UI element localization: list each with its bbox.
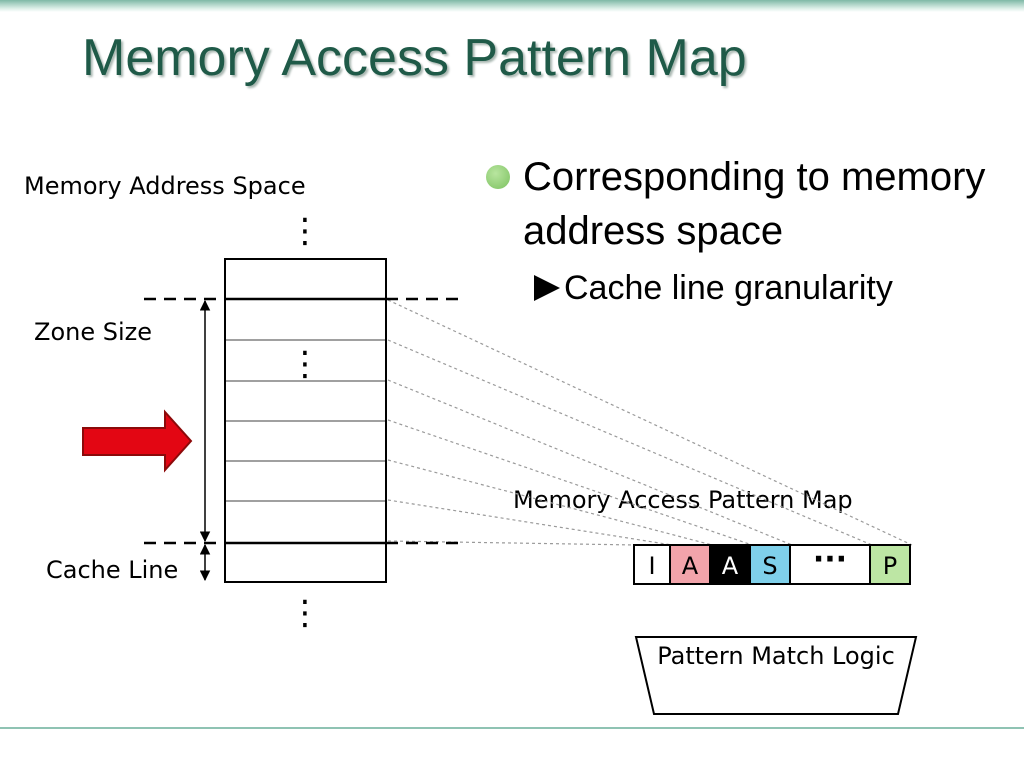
map-cell-label: I — [648, 552, 655, 580]
map-cell-label: S — [762, 552, 777, 580]
map-cell — [749, 544, 791, 585]
zone-size-label: Zone Size — [34, 318, 152, 346]
map-cell — [789, 544, 871, 585]
bullet-list: Corresponding to memory address space Ca… — [482, 150, 1012, 310]
map-cell-label: A — [682, 552, 699, 580]
memory-address-space-label: Memory Address Space — [24, 172, 306, 200]
memory-column — [224, 258, 387, 583]
bullet-text: Corresponding to memory address space — [523, 155, 986, 253]
slide-title: Memory Access Pattern Map — [82, 29, 747, 87]
cache-line-label: Cache Line — [46, 556, 179, 584]
sub-bullet-text: Cache line granularity — [564, 269, 893, 307]
pattern-match-logic-label: Pattern Match Logic — [657, 642, 895, 670]
sub-bullet-item: Cache line granularity — [482, 266, 1012, 310]
map-cell — [709, 544, 751, 585]
right-triangle-icon — [534, 275, 560, 301]
ellipsis-top: ⋮ — [288, 211, 322, 251]
bullet-dot-icon — [486, 165, 510, 189]
zone-boundary-lines — [144, 297, 462, 545]
projection-lines — [387, 299, 913, 546]
map-cell-label: ··· — [813, 542, 847, 577]
ellipsis-bottom: ⋮ — [288, 593, 322, 633]
bottom-divider — [0, 727, 1024, 729]
map-cell — [869, 544, 911, 585]
map-cell — [633, 544, 671, 585]
pattern-match-logic-box — [634, 636, 918, 715]
map-cell-label: P — [883, 552, 897, 580]
red-pointer-arrow — [82, 409, 193, 473]
top-accent-bar — [0, 0, 1024, 12]
bullet-item: Corresponding to memory address space — [482, 150, 1012, 258]
map-cell-label: A — [722, 552, 739, 580]
ellipsis-middle: ⋮ — [288, 344, 322, 384]
